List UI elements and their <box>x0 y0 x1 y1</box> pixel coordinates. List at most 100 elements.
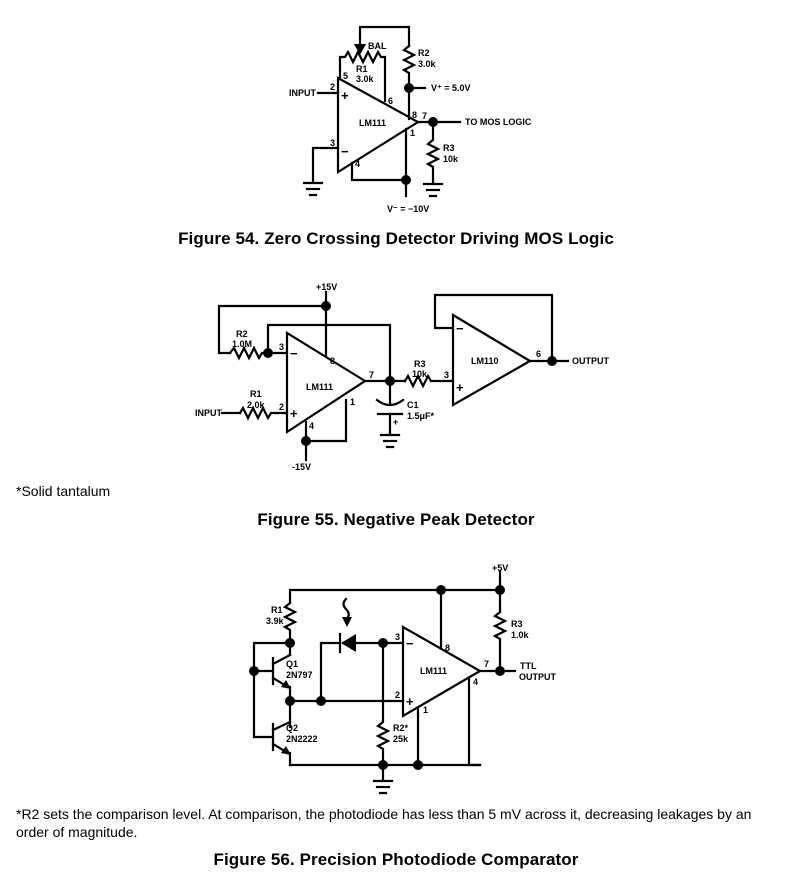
top-rail <box>288 588 502 605</box>
junction-ground <box>378 760 388 770</box>
pin-2: 2 <box>279 402 284 412</box>
diode-left-wire <box>319 641 342 703</box>
r1-potentiometer <box>338 49 387 103</box>
vplus-label: +15V <box>316 282 337 292</box>
pin1-wire <box>304 398 348 443</box>
input-label: INPUT <box>289 88 317 98</box>
chip2-label: LM110 <box>471 356 499 366</box>
figure-54-caption: Figure 54. Zero Crossing Detector Drivin… <box>178 229 614 248</box>
vplus-label: +5V <box>492 563 508 573</box>
junction-final-output <box>547 356 557 366</box>
output-label-2: OUTPUT <box>519 672 557 682</box>
pin-1: 1 <box>350 397 355 407</box>
r2-name: R2 <box>236 329 248 339</box>
pin-7: 7 <box>369 370 374 380</box>
figure-55-caption: Figure 55. Negative Peak Detector <box>257 510 535 529</box>
lm110-feedback-wire <box>433 293 554 363</box>
r3-name: R3 <box>443 143 455 153</box>
figure-55-schematic: +15V -15V R2 1.0M R1 2.0k INPUT LM111 LM… <box>195 282 610 472</box>
q1-transistor <box>252 653 292 729</box>
lm110-minus-sign: − <box>456 321 464 336</box>
r2-resistor <box>401 44 417 121</box>
pin-2: 2 <box>330 82 335 92</box>
junction-vminus <box>401 175 411 185</box>
r1-name: R1 <box>271 605 283 615</box>
r1-value: 3.9k <box>266 616 285 626</box>
r3-name: R3 <box>414 359 426 369</box>
r3-value: 1.0k <box>511 630 530 640</box>
plus-sign: + <box>406 694 414 709</box>
r3-resistor <box>403 373 455 389</box>
lm110-opamp <box>451 313 533 407</box>
r1-resistor <box>282 601 298 657</box>
minus-sign: − <box>341 144 349 159</box>
ground-icon <box>422 182 444 198</box>
figure-56-note: *R2 sets the comparison level. At compar… <box>16 806 752 840</box>
pin-1: 1 <box>423 705 428 715</box>
r3-value: 10k <box>443 154 459 164</box>
pin-1: 1 <box>410 128 415 138</box>
c1-name: C1 <box>407 400 419 410</box>
r1-name: R1 <box>356 64 368 74</box>
pin-2: 2 <box>395 690 400 700</box>
figure-56-schematic: +5V R1 3.9k Q1 2N797 Q2 2N2222 R2* 25k R… <box>249 563 557 795</box>
figure-54-schematic: BAL R1 3.0k R2 3.0k V⁺ = 5.0V INPUT LM11… <box>289 25 532 214</box>
pin4-wire <box>350 161 408 182</box>
lm110-pin-3: 3 <box>444 370 449 380</box>
c1-value: 1.5μF* <box>407 411 435 421</box>
r1-value: 3.0k <box>356 74 375 84</box>
pin-4: 4 <box>309 421 314 431</box>
r2-name: R2* <box>393 723 409 733</box>
r2-value: 1.0M <box>232 339 252 349</box>
minus-sign: − <box>290 346 298 361</box>
r2-value: 3.0k <box>418 59 437 69</box>
r2-loop-wire <box>217 304 328 355</box>
q2-value: 2N2222 <box>286 734 318 744</box>
light-wave-icon <box>342 597 350 621</box>
r1-resistor <box>238 405 289 421</box>
input-label: INPUT <box>195 408 223 418</box>
lm110-plus-sign: + <box>456 380 464 395</box>
bal-label: BAL <box>368 41 387 51</box>
lm111-opamp <box>336 76 421 174</box>
bal-wire <box>358 25 411 48</box>
pin-4: 4 <box>355 159 360 169</box>
output-label: TO MOS LOGIC <box>465 117 532 127</box>
photodiode-icon <box>341 634 356 652</box>
pin-7: 7 <box>422 111 427 121</box>
r3-value: 10k <box>412 369 428 379</box>
pin-8: 8 <box>330 356 335 366</box>
q1-value: 2N797 <box>286 670 313 680</box>
q1-name: Q1 <box>286 659 298 669</box>
r3-resistor <box>492 610 508 673</box>
pin-3: 3 <box>395 632 400 642</box>
q2-name: Q2 <box>286 723 298 733</box>
pin4-wire <box>467 676 482 767</box>
output-label: OUTPUT <box>572 356 610 366</box>
output-label-1: TTL <box>520 661 537 671</box>
c1-curved-plate <box>375 398 405 407</box>
pin-8: 8 <box>412 110 417 120</box>
pin-7: 7 <box>484 659 489 669</box>
r2-value: 25k <box>393 734 409 744</box>
chip-label: LM111 <box>359 118 386 128</box>
r1-value: 2.0k <box>247 400 266 410</box>
r2-resistor <box>375 641 391 782</box>
figure-56-caption: Figure 56. Precision Photodiode Comparat… <box>213 850 579 869</box>
feedback-wire <box>266 323 392 383</box>
pin-8: 8 <box>445 643 450 653</box>
lm111-opamp <box>285 331 368 435</box>
pin-3: 3 <box>330 138 335 148</box>
c1-plus: + <box>393 417 398 427</box>
r2-name: R2 <box>418 48 430 58</box>
chip-label: LM111 <box>420 666 447 676</box>
wiper-arrow-icon <box>354 44 366 55</box>
q2-transistor <box>271 720 292 767</box>
pin3-wire <box>311 146 340 184</box>
ground-icon <box>302 181 324 197</box>
r3-name: R3 <box>511 619 523 629</box>
vminus-label: -15V <box>292 462 311 472</box>
junction-pin1 <box>413 760 423 770</box>
plus-sign: + <box>341 88 349 103</box>
pin-5: 5 <box>343 71 348 81</box>
